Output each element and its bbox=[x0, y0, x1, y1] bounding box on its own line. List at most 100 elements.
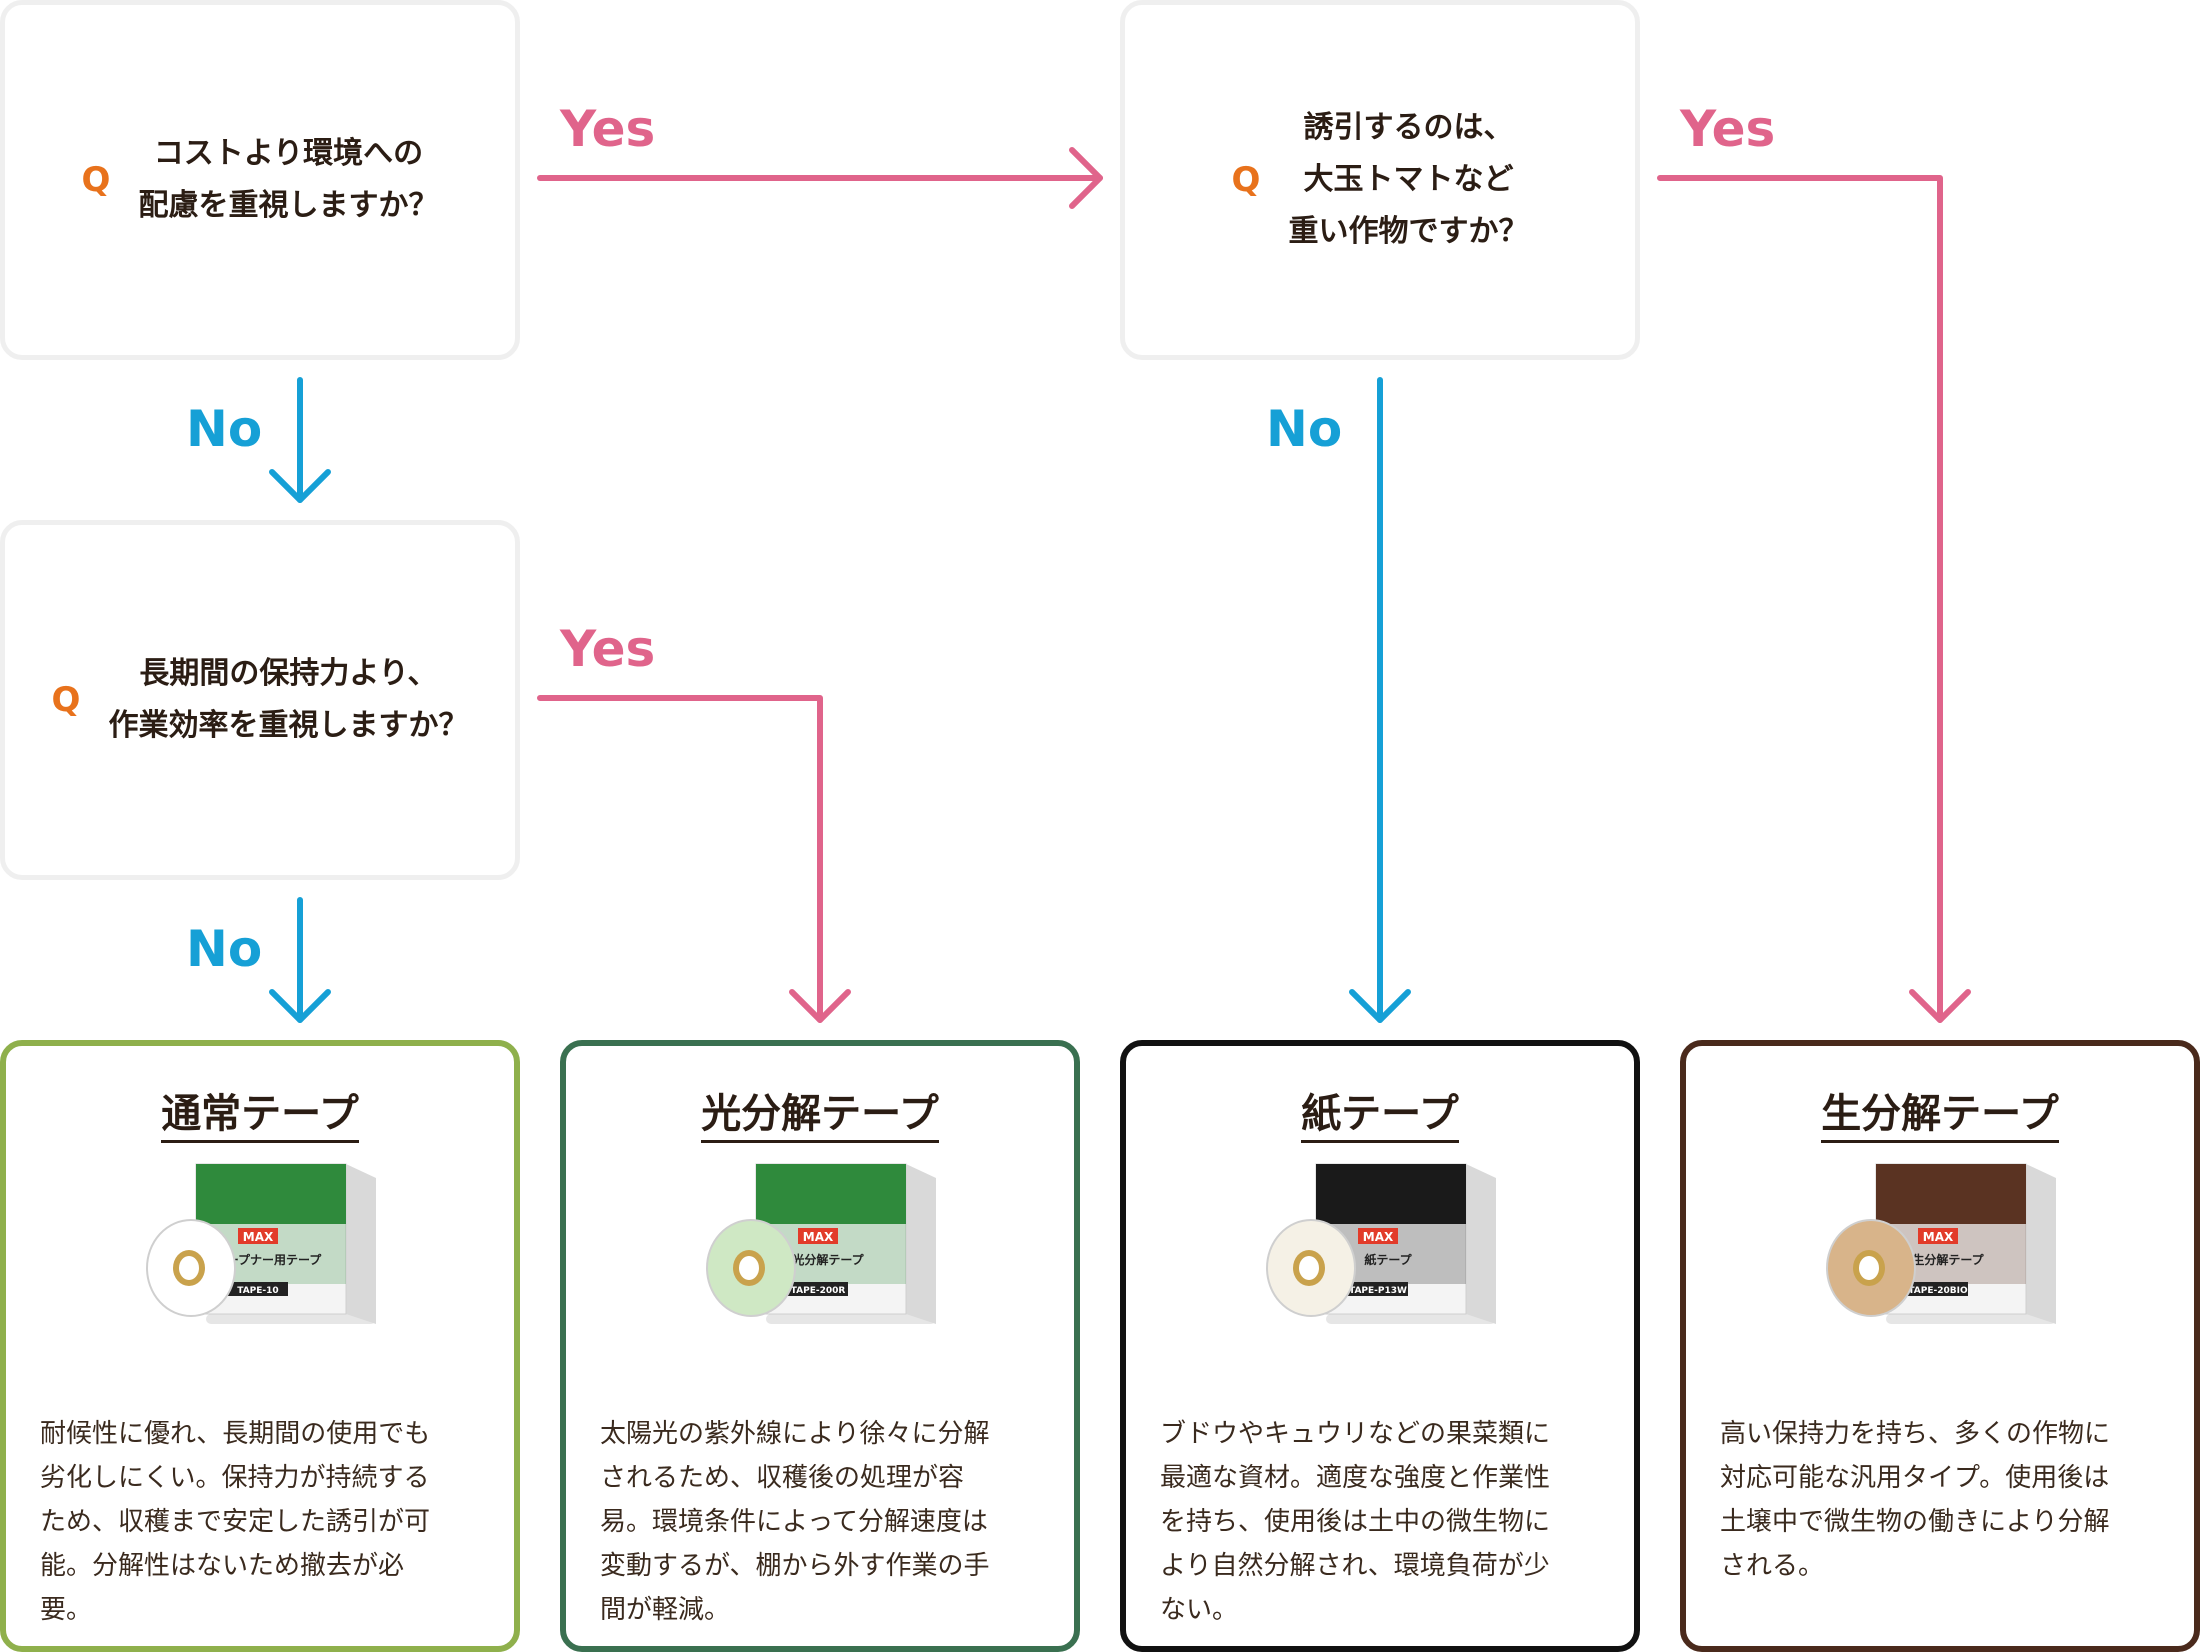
tape-roll-hole bbox=[179, 1256, 199, 1280]
brand-badge bbox=[238, 1228, 278, 1244]
description-line: 変動するが、棚から外す作業の手 bbox=[600, 1551, 990, 1581]
tape-roll-hole bbox=[1859, 1256, 1879, 1280]
box-product-label: 生分解テープ bbox=[1912, 1252, 1984, 1267]
tape-roll-hole bbox=[739, 1256, 759, 1280]
box-color-band bbox=[196, 1164, 346, 1224]
result-description: 耐候性に優れ、長期間の使用でも 劣化しにくい。保持力が持続する ため、収穫まで安… bbox=[40, 1412, 488, 1632]
description-line: 易。環境条件によって分解速度は bbox=[600, 1507, 988, 1537]
box-shadow bbox=[766, 1314, 936, 1324]
brand-logo-text: MAX bbox=[803, 1230, 834, 1244]
model-badge bbox=[228, 1282, 288, 1296]
box-model-number: TAPE-P13W bbox=[1349, 1286, 1407, 1296]
arrow-head bbox=[269, 469, 331, 503]
box-color-band bbox=[1876, 1164, 2026, 1224]
description-line: 要。 bbox=[40, 1595, 93, 1625]
box-side bbox=[346, 1164, 376, 1324]
description-line: 最適な資材。適度な強度と作業性 bbox=[1160, 1463, 1551, 1493]
brand-logo-text: MAX bbox=[1923, 1230, 1954, 1244]
box-model-number: TAPE-200R bbox=[791, 1286, 846, 1296]
result-card-biodegradable-tape: 生分解テープ MAX 生分解テープ TAPE-20BIO 高い保持力を持ち、多くの作… bbox=[1680, 1040, 2200, 1652]
no-label: No bbox=[186, 920, 263, 978]
description-line: 能。分解性はないため撤去が必 bbox=[40, 1551, 405, 1581]
brand-badge bbox=[1918, 1228, 1958, 1244]
model-badge bbox=[788, 1282, 848, 1296]
brand-logo-text: MAX bbox=[243, 1230, 274, 1244]
model-badge bbox=[1908, 1282, 1968, 1296]
description-line: を持ち、使用後は土中の微生物に bbox=[1160, 1507, 1551, 1537]
arrow-head bbox=[269, 989, 331, 1023]
result-card-standard-tape: 通常テープ MAX テープナー用テープ TAPE-10 耐候性に優れ、長期間の使用で… bbox=[0, 1040, 520, 1652]
result-title: 通常テープ bbox=[6, 1094, 514, 1143]
question-mark: Q bbox=[51, 680, 81, 720]
tape-product-illustration: MAX 生分解テープ TAPE-20BIO bbox=[1826, 1163, 2056, 1324]
arrow-head bbox=[1909, 989, 1971, 1023]
question-mark: Q bbox=[81, 160, 111, 200]
brand-badge bbox=[1358, 1228, 1398, 1244]
result-card-photodegradable-tape: 光分解テープ MAX 光分解テープ TAPE-200R 太陽光の紫外線により徐々に分… bbox=[560, 1040, 1080, 1652]
description-line: 対応可能な汎用タイプ。使用後は bbox=[1720, 1463, 2110, 1493]
box-shadow bbox=[1886, 1314, 2056, 1324]
description-line: されるため、収穫後の処理が容 bbox=[600, 1463, 965, 1493]
question-line: 誘引するのは、 bbox=[1303, 110, 1514, 145]
model-badge bbox=[1348, 1282, 1408, 1296]
box-product-label: 光分解テープ bbox=[791, 1252, 864, 1267]
description-line: 耐候性に優れ、長期間の使用でも bbox=[40, 1419, 431, 1449]
arrow-head bbox=[1349, 989, 1411, 1023]
question-line: 大玉トマトなど bbox=[1303, 162, 1514, 197]
description-line: 土壌中で微生物の働きにより分解 bbox=[1720, 1507, 2110, 1537]
description-line: ない。 bbox=[1160, 1595, 1239, 1625]
tape-product-illustration: MAX 光分解テープ TAPE-200R bbox=[706, 1163, 936, 1324]
yes-arrow-q2-to-photodegradable bbox=[537, 695, 823, 1023]
result-description: ブドウやキュウリなどの果菜類に 最適な資材。適度な強度と作業性 を持ち、使用後は… bbox=[1160, 1412, 1608, 1632]
question-box-heavy-crop: Q 誘引するのは、 大玉トマトなど 重い作物ですか？ bbox=[1120, 0, 1640, 360]
product-image: MAX 光分解テープ TAPE-200R bbox=[706, 1163, 936, 1324]
product-image: MAX テープナー用テープ TAPE-10 bbox=[146, 1163, 376, 1324]
description-line: より自然分解され、環境負荷が少 bbox=[1160, 1551, 1550, 1581]
box-shadow bbox=[206, 1314, 376, 1324]
tape-product-illustration: MAX 紙テープ TAPE-P13W bbox=[1266, 1163, 1496, 1324]
question-line: 作業効率を重視しますか？ bbox=[108, 708, 469, 743]
question-text: コストより環境への 配慮を重視しますか？ bbox=[138, 128, 438, 232]
question-line: 配慮を重視しますか？ bbox=[138, 188, 439, 223]
arrow-head bbox=[789, 989, 851, 1023]
question-text: 誘引するのは、 大玉トマトなど 重い作物ですか？ bbox=[1288, 102, 1528, 258]
box-product-label: 紙テープ bbox=[1364, 1252, 1412, 1267]
question-mark: Q bbox=[1231, 160, 1261, 200]
box-color-band bbox=[756, 1164, 906, 1224]
question-box-holding-vs-efficiency: Q 長期間の保持力より、 作業効率を重視しますか？ bbox=[0, 520, 520, 880]
question-text: 長期間の保持力より、 作業効率を重視しますか？ bbox=[108, 648, 468, 752]
question-line: コストより環境への bbox=[153, 136, 424, 171]
result-title: 生分解テープ bbox=[1686, 1094, 2194, 1143]
question-box-cost-vs-environment: Q コストより環境への 配慮を重視しますか？ bbox=[0, 0, 520, 360]
result-title: 光分解テープ bbox=[566, 1094, 1074, 1143]
yes-label: Yes bbox=[560, 620, 656, 678]
result-description: 高い保持力を持ち、多くの作物に 対応可能な汎用タイプ。使用後は 土壌中で微生物の… bbox=[1720, 1412, 2168, 1588]
result-card-paper-tape: 紙テープ MAX 紙テープ TAPE-P13W ブドウやキュウリなどの果菜類に 最適… bbox=[1120, 1040, 1640, 1652]
box-side bbox=[1466, 1164, 1496, 1324]
product-image: MAX 生分解テープ TAPE-20BIO bbox=[1826, 1163, 2056, 1324]
brand-logo-text: MAX bbox=[1363, 1230, 1394, 1244]
question-line: 長期間の保持力より、 bbox=[139, 656, 438, 691]
box-model-number: TAPE-10 bbox=[237, 1286, 278, 1296]
description-line: 劣化しにくい。保持力が持続する bbox=[40, 1463, 430, 1493]
result-description: 太陽光の紫外線により徐々に分解 されるため、収穫後の処理が容 易。環境条件によっ… bbox=[600, 1412, 1048, 1632]
box-model-number: TAPE-20BIO bbox=[1908, 1286, 1968, 1296]
question-line: 重い作物ですか？ bbox=[1288, 214, 1529, 249]
description-line: 高い保持力を持ち、多くの作物に bbox=[1720, 1419, 2111, 1449]
arrow-head bbox=[1069, 147, 1103, 209]
description-line: 間が軽減。 bbox=[600, 1595, 731, 1625]
no-label: No bbox=[186, 400, 263, 458]
description-line: される。 bbox=[1720, 1551, 1825, 1581]
yes-label: Yes bbox=[1680, 100, 1776, 158]
box-side bbox=[2026, 1164, 2056, 1324]
tape-roll-hole bbox=[1299, 1256, 1319, 1280]
result-title: 紙テープ bbox=[1126, 1094, 1634, 1143]
box-side bbox=[906, 1164, 936, 1324]
no-label: No bbox=[1266, 400, 1343, 458]
tape-product-illustration: MAX テープナー用テープ TAPE-10 bbox=[146, 1163, 376, 1324]
brand-badge bbox=[798, 1228, 838, 1244]
box-color-band bbox=[1316, 1164, 1466, 1224]
description-line: ブドウやキュウリなどの果菜類に bbox=[1160, 1419, 1551, 1449]
box-product-label: テープナー用テープ bbox=[215, 1252, 323, 1267]
